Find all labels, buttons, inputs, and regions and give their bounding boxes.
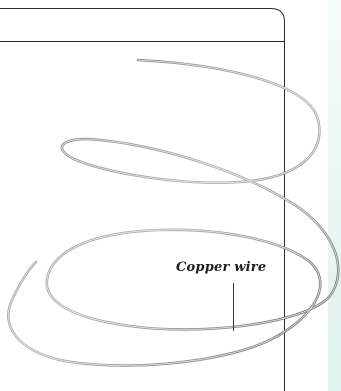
copper-wire-highlight: [8, 60, 338, 366]
frame-border: [0, 9, 285, 391]
copper-wire-coil: [8, 60, 338, 366]
copper-wire-label: Copper wire: [176, 260, 266, 275]
